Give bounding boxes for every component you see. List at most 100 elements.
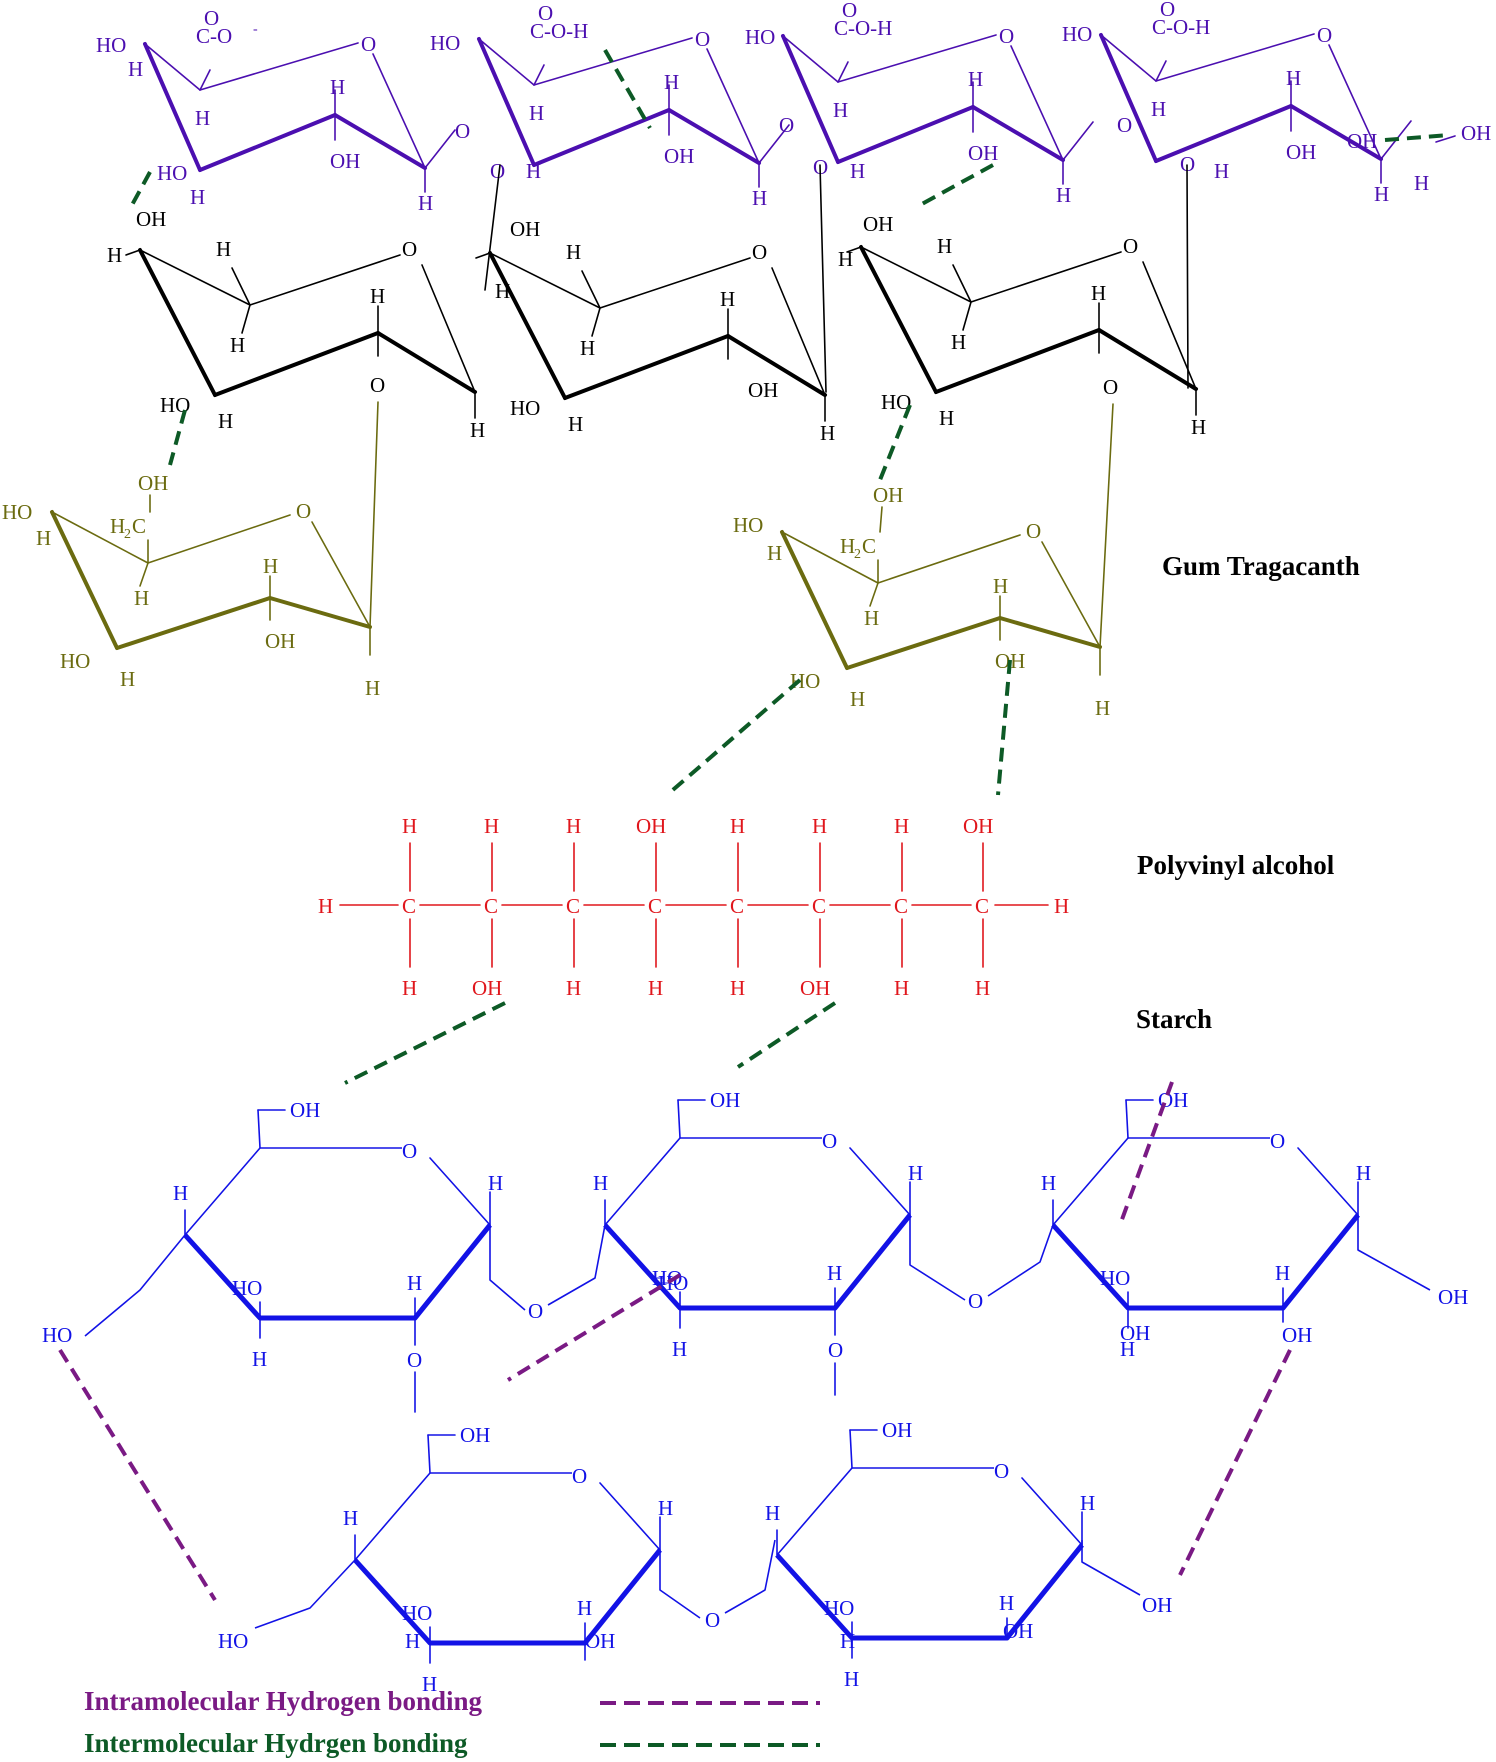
glycosidic-oxygen-label: O (370, 373, 385, 397)
atom-label: H (1191, 415, 1206, 439)
carbon-label: C (975, 894, 989, 918)
atom-label: H (664, 70, 679, 94)
ring-oxygen-label: O (572, 1464, 587, 1488)
bond-line (846, 246, 862, 253)
bond-line (782, 35, 839, 83)
atom-label: H (577, 1596, 592, 1620)
bond-line (845, 616, 1002, 670)
bond-line (1099, 403, 1114, 648)
hydroxyl-label: OH (1347, 129, 1377, 153)
atom-label: H (330, 75, 345, 99)
atom-label: H (484, 814, 499, 838)
bond-line (879, 506, 883, 533)
bond-line (860, 246, 972, 303)
hydroxyl-label: OH (863, 212, 893, 236)
bond-line (667, 108, 761, 165)
bond-line (859, 245, 938, 394)
bond-line (484, 164, 501, 291)
glycosidic-oxygen-label: O (490, 159, 505, 183)
bond-path (1051, 1213, 1360, 1311)
bond-line (50, 510, 119, 650)
hydroxyl-label: HO (430, 31, 460, 55)
atom-label: H (195, 106, 210, 130)
bond-line (139, 562, 149, 587)
bond-path (84, 1234, 186, 1337)
hydroxyl-label: OH (265, 629, 295, 653)
bond-line (952, 264, 972, 303)
bond-line (781, 531, 879, 584)
bond-line (819, 164, 827, 393)
bond-line (591, 307, 601, 337)
bond-line (962, 301, 972, 331)
atom-label: H (968, 67, 983, 91)
bond-line (1154, 104, 1293, 163)
hydroxyl-label: HO (733, 513, 763, 537)
carboxyl-label: C-O-H (1152, 15, 1210, 39)
bond-line (1125, 1099, 1129, 1139)
atom-label: H (730, 814, 745, 838)
atom-label: H (1374, 182, 1389, 206)
bond-line (241, 304, 251, 334)
atom-label: H (405, 1629, 420, 1653)
ring-oxygen-label: O (1270, 1129, 1285, 1153)
atom-label: H (422, 1672, 437, 1696)
ring-oxygen-label: O (361, 32, 376, 56)
bond-line (475, 252, 491, 259)
glycosidic-oxygen-label: O (1117, 113, 1132, 137)
bond-path (604, 1137, 822, 1226)
bond-line (726, 334, 827, 397)
atom-label: H (1080, 1491, 1095, 1515)
bond-line (1097, 328, 1198, 391)
bond-line (533, 64, 545, 86)
bond-path (909, 1215, 966, 1301)
hydrogen-bond (58, 1348, 217, 1602)
bond-line (599, 1482, 661, 1551)
atom-label: H (134, 586, 149, 610)
hydroxyl-label: OH (472, 976, 502, 1000)
atom-label: H (765, 1501, 780, 1525)
atom-label: H (488, 1171, 503, 1195)
bond-line (837, 34, 997, 83)
bond-line (849, 1147, 911, 1216)
bond-line (125, 249, 141, 256)
bond-line (421, 264, 476, 393)
hydrogen-bonds (58, 49, 1451, 1602)
bond-line (143, 42, 202, 172)
atom-label: H (1356, 1161, 1371, 1185)
atom-label: H (216, 237, 231, 261)
bond-line (51, 511, 149, 564)
atom-label: H (107, 243, 122, 267)
carbon-label: C (812, 894, 826, 918)
superscript-label: 2 (854, 547, 861, 562)
bond-line (477, 37, 536, 167)
glycosidic-oxygen-label: O (779, 113, 794, 137)
bond-line (1155, 60, 1167, 82)
hydrogen-bond (603, 49, 652, 129)
ch2-label: C (132, 514, 146, 538)
atom-label: H (566, 814, 581, 838)
glycosidic-oxygen-label: O (1103, 375, 1118, 399)
carbonyl-oxygen-label: O (842, 0, 857, 22)
ring-oxygen-label: O (999, 24, 1014, 48)
atom-label: H (1286, 66, 1301, 90)
atom-label: H (1041, 1171, 1056, 1195)
bond-line (780, 530, 849, 670)
hydroxyl-label: HO (232, 1276, 262, 1300)
atom-label: H (975, 976, 990, 1000)
ring-oxygen-label: O (402, 1139, 417, 1163)
carbonyl-oxygen-label: O (1160, 0, 1175, 21)
atom-label: H (568, 412, 583, 436)
bond-line (268, 596, 372, 629)
bond-line (424, 129, 456, 169)
hydroxyl-label: OH (710, 1088, 740, 1112)
hydroxyl-label: OH (136, 207, 166, 231)
bond-line (1041, 541, 1101, 648)
ring-oxygen-label: O (994, 1459, 1009, 1483)
atom-label: H (827, 1261, 842, 1285)
hydroxyl-label: OH (963, 814, 993, 838)
bond-path (489, 1225, 526, 1311)
hydroxyl-label: OH (330, 149, 360, 173)
polyvinyl-alcohol-title: Polyvinyl alcohol (1137, 850, 1335, 880)
bond-path (354, 1472, 572, 1561)
bond-line (213, 331, 380, 397)
